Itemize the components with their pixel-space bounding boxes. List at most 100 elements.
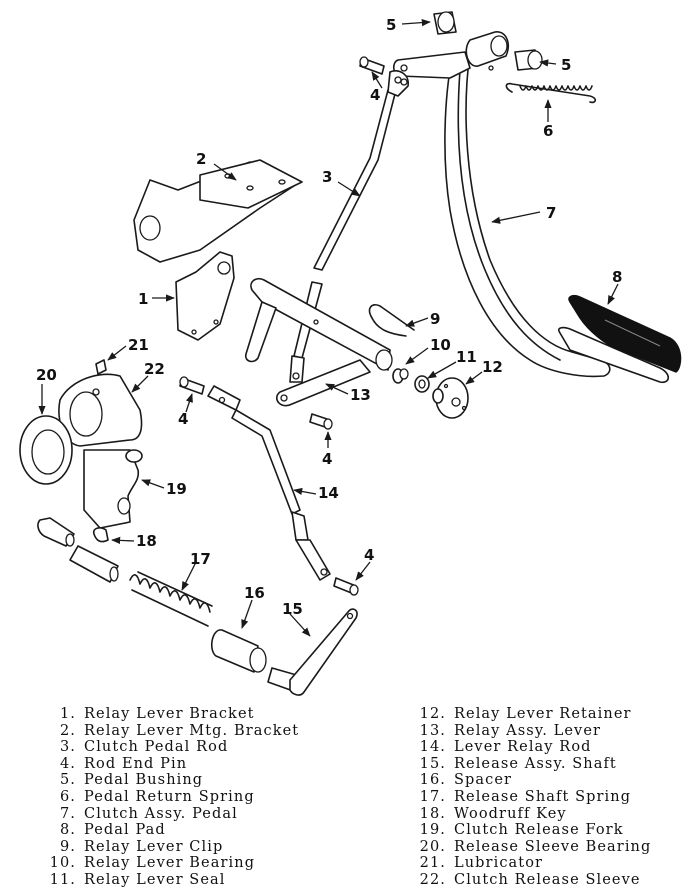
legend-number: 9. xyxy=(59,838,76,855)
legend-item: 18. Woodruff Key xyxy=(414,806,651,823)
callout-13: 13 xyxy=(350,386,371,404)
legend-item: 13. Relay Assy. Lever xyxy=(414,723,651,740)
legend-item: 15. Release Assy. Shaft xyxy=(414,756,651,773)
legend-part-name: Clutch Release Fork xyxy=(454,822,624,839)
legend-item: 19. Clutch Release Fork xyxy=(414,822,651,839)
rod-end-pin-bottom xyxy=(333,577,359,596)
callout-5b: 5 xyxy=(561,56,571,74)
callout-18: 18 xyxy=(136,532,157,550)
legend-item: 21.Lubricator xyxy=(414,855,651,872)
callout-4d: 4 xyxy=(364,546,374,564)
legend-number: 13. xyxy=(419,722,446,739)
relay-lever-mounting-bracket xyxy=(133,159,303,263)
callout-4a: 4 xyxy=(370,86,380,104)
callout-4c: 4 xyxy=(322,450,332,468)
legend-number: 1. xyxy=(59,706,76,722)
relay-lever-bracket xyxy=(175,251,235,341)
legend-number: 4. xyxy=(59,755,76,772)
legend-part-name: Relay Lever Mtg. Bracket xyxy=(84,722,300,739)
legend-item: 17. Release Shaft Spring xyxy=(414,789,651,806)
legend-number: 18. xyxy=(419,805,446,822)
legend-part-name: Clutch Assy. Pedal xyxy=(84,805,238,822)
release-shaft-segment xyxy=(69,545,119,583)
legend-part-name: Relay Lever Bracket xyxy=(84,706,255,722)
release-sleeve-bearing xyxy=(19,415,73,485)
pedal-bushing-right xyxy=(514,49,543,71)
release-assembly-shaft xyxy=(267,608,358,696)
callout-4b: 4 xyxy=(178,410,188,428)
legend-number: 22. xyxy=(419,871,446,888)
legend-number: 20. xyxy=(419,838,446,855)
legend-number: 19. xyxy=(419,822,446,839)
rod-end-pin-mid-left xyxy=(179,376,205,395)
legend-item: 14. Lever Relay Rod xyxy=(414,739,651,756)
legend-part-name: Release Shaft Spring xyxy=(454,788,632,805)
clutch-pedal-rod xyxy=(289,70,409,383)
legend-number: 3. xyxy=(59,739,76,756)
callout-2: 2 xyxy=(196,150,206,168)
legend-number: 16. xyxy=(419,772,446,789)
legend-number: 15. xyxy=(419,755,446,772)
lever-relay-rod xyxy=(207,385,331,581)
callout-22: 22 xyxy=(144,360,165,378)
legend-part-name: Woodruff Key xyxy=(454,805,567,822)
legend-part-name: Release Assy. Shaft xyxy=(454,755,617,772)
legend-part-name: Relay Assy. Lever xyxy=(454,722,602,739)
exploded-parts-diagram: 5 5 6 4 2 3 7 8 1 9 10 11 12 13 4 4 21 2… xyxy=(19,11,682,696)
release-shaft-segment-left xyxy=(37,517,75,547)
legend-item: 8.Pedal Pad xyxy=(44,822,299,839)
legend-item: 20. Release Sleeve Bearing xyxy=(414,839,651,856)
legend-part-name: Rod End Pin xyxy=(84,755,188,772)
legend-part-name: Pedal Return Spring xyxy=(84,788,255,805)
legend-item: 9. Relay Lever Clip xyxy=(44,839,299,856)
rod-end-pin-top xyxy=(359,56,385,75)
relay-lever-clip xyxy=(368,303,415,337)
clutch-release-sleeve xyxy=(58,373,143,447)
woodruff-key xyxy=(92,527,109,543)
pedal-bushing-upper xyxy=(433,11,457,35)
pedal-pad xyxy=(568,294,682,373)
legend-number: 21. xyxy=(419,855,446,872)
legend-part-name: Clutch Pedal Rod xyxy=(84,739,229,756)
legend-number: 12. xyxy=(419,706,446,722)
legend-item: 4. Rod End Pin xyxy=(44,756,299,773)
legend-number: 14. xyxy=(419,739,446,756)
callout-labels: 5 5 6 4 2 3 7 8 1 9 10 11 12 13 4 4 21 2… xyxy=(36,16,622,618)
legend-item: 2.Relay Lever Mtg. Bracket xyxy=(44,723,299,740)
legend-item: 10.Relay Lever Bearing xyxy=(44,855,299,872)
callout-10: 10 xyxy=(430,336,451,354)
clutch-release-fork xyxy=(83,449,143,529)
relay-lever-retainer xyxy=(432,377,469,419)
callout-20: 20 xyxy=(36,366,57,384)
legend-number: 5. xyxy=(59,772,76,789)
legend-item: 6.Pedal Return Spring xyxy=(44,789,299,806)
legend-part-name: Release Sleeve Bearing xyxy=(454,838,652,855)
parts-legend-right: 12.Relay Lever Retainer 13.Relay Assy. L… xyxy=(414,706,651,889)
callout-17: 17 xyxy=(190,550,211,568)
legend-number: 17. xyxy=(419,788,446,805)
legend-item: 5. Pedal Bushing xyxy=(44,772,299,789)
legend-item: 7. Clutch Assy. Pedal xyxy=(44,806,299,823)
legend-number: 8. xyxy=(59,822,76,839)
callout-1: 1 xyxy=(138,290,148,308)
legend-part-name: Relay Lever Clip xyxy=(84,838,224,855)
callout-12: 12 xyxy=(482,358,503,376)
callout-16: 16 xyxy=(244,584,265,602)
legend-part-name: Spacer xyxy=(454,772,513,789)
lubricator xyxy=(95,359,107,375)
legend-part-name: Relay Lever Bearing xyxy=(84,855,256,872)
spacer xyxy=(210,629,267,673)
callout-3: 3 xyxy=(322,168,332,186)
clutch-pedal-arm xyxy=(444,51,611,378)
rod-end-pin-mid xyxy=(309,413,333,430)
callout-9: 9 xyxy=(430,310,440,328)
legend-part-name: Pedal Bushing xyxy=(84,772,204,789)
legend-item: 16. Spacer xyxy=(414,772,651,789)
legend-part-name: Lever Relay Rod xyxy=(454,739,592,756)
callout-8: 8 xyxy=(612,268,622,286)
legend-number: 7. xyxy=(59,805,76,822)
relay-assembly-lever xyxy=(244,277,393,407)
callout-6: 6 xyxy=(543,122,553,140)
pedal-return-spring xyxy=(505,82,597,104)
relay-lever-seal xyxy=(414,375,430,393)
